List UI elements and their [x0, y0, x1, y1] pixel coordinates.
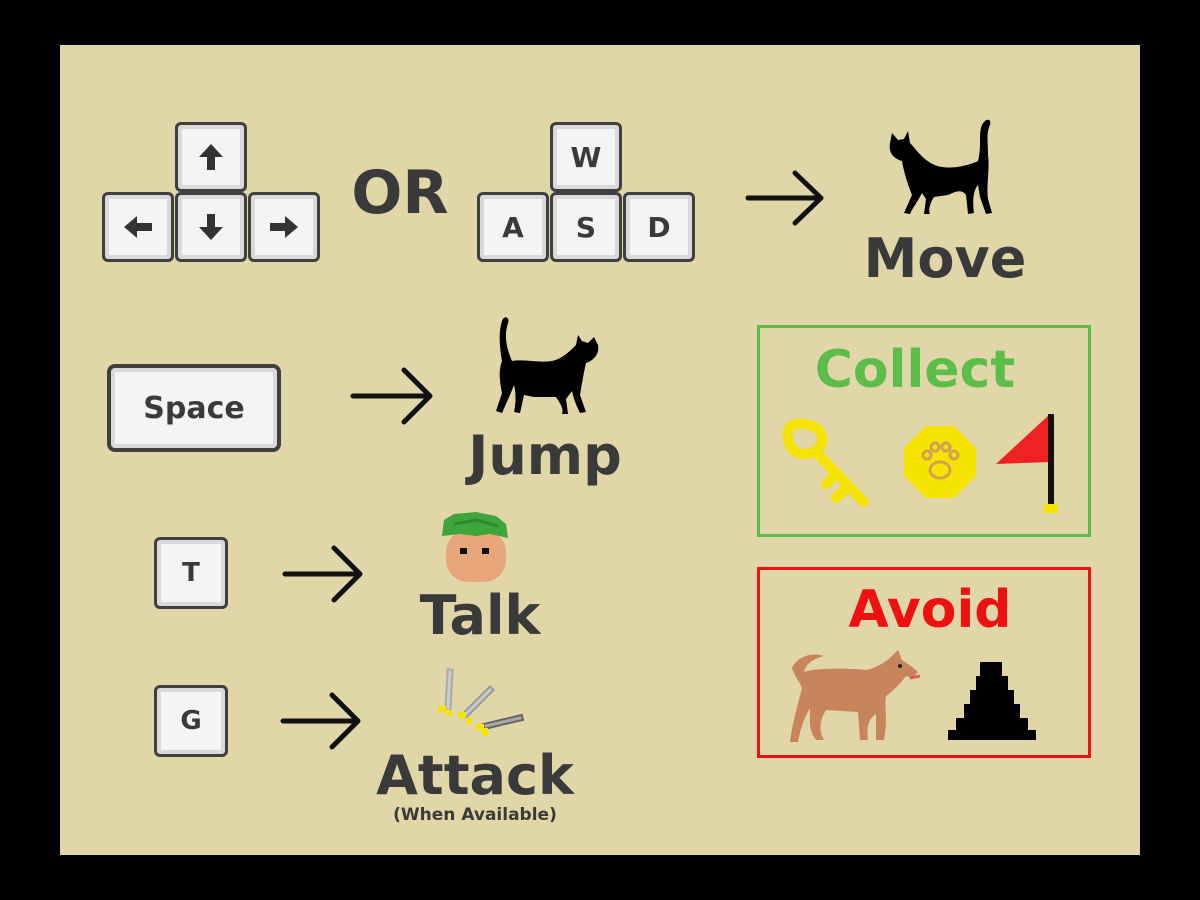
key-icon	[782, 418, 869, 507]
avoid-title: Avoid	[848, 580, 1012, 640]
space-key: Space	[107, 364, 281, 452]
attack-note: (When Available)	[393, 805, 557, 825]
jump-arrow-icon	[350, 367, 433, 425]
move-arrow-icon	[745, 170, 824, 226]
s-key: S	[550, 192, 622, 262]
attack-arrow-icon	[280, 692, 361, 750]
left-arrow-key	[102, 192, 174, 262]
collect-title: Collect	[814, 340, 1016, 400]
talk-label: Talk	[419, 584, 541, 647]
cat-standing-icon	[496, 317, 599, 414]
down-arrow-key	[175, 192, 247, 262]
a-key: A	[477, 192, 549, 262]
up-arrow-key	[175, 122, 247, 192]
left-arrow-icon	[124, 216, 152, 238]
up-arrow-icon	[199, 144, 223, 170]
attack-label: Attack	[376, 744, 574, 807]
w-key: W	[550, 122, 622, 192]
cat-walking-icon	[889, 119, 992, 214]
right-arrow-key	[248, 192, 320, 262]
talk-arrow-icon	[282, 545, 363, 603]
jump-label: Jump	[468, 424, 622, 487]
collect-box	[757, 325, 1091, 537]
dog-icon	[790, 650, 921, 742]
g-key: G	[154, 685, 228, 757]
avoid-box	[757, 567, 1091, 758]
move-label: Move	[863, 227, 1027, 290]
right-arrow-icon	[270, 216, 298, 238]
t-key: T	[154, 537, 228, 609]
spike-icon	[948, 662, 1036, 740]
paw-coin-icon	[904, 426, 976, 498]
claws-icon	[438, 668, 525, 736]
space-key-label: Space	[143, 390, 245, 426]
down-arrow-icon	[199, 214, 223, 240]
d-key: D	[623, 192, 695, 262]
or-text: OR	[351, 158, 449, 228]
flag-icon	[996, 414, 1058, 513]
npc-face-icon	[442, 512, 508, 582]
